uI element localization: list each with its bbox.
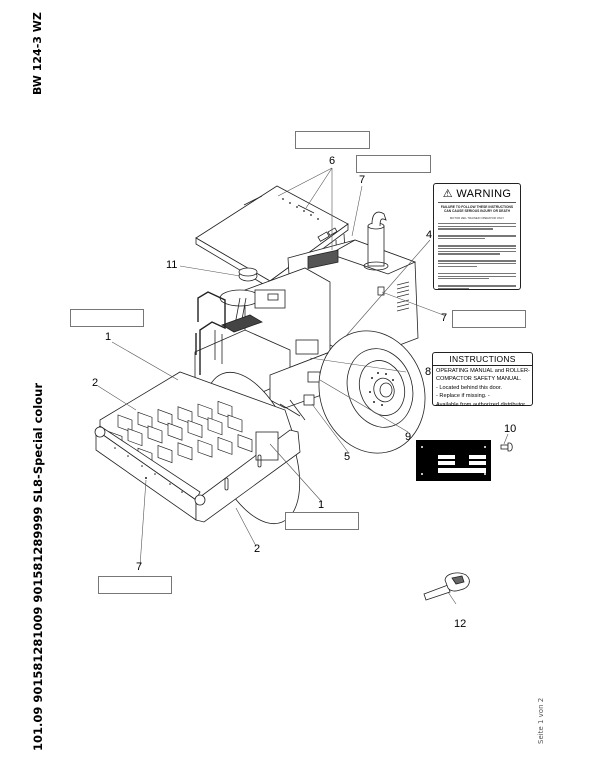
warning-title: WARNING	[456, 188, 512, 200]
label-box-canopy-right	[356, 155, 431, 173]
instructions-title: INSTRUCTIONS	[433, 353, 532, 366]
instructions-line: Available from authorized distributor	[436, 401, 526, 408]
instructions-line: OPERATING MANUAL and ROLLER-	[436, 368, 530, 374]
warning-subtitle: FAILURE TO FOLLOW THESE INSTRUCTIONS CAN…	[440, 205, 514, 213]
callout-7-top: 7	[359, 174, 366, 186]
padfoot-drum	[94, 371, 301, 525]
callout-12: 12	[454, 618, 467, 630]
callout-4: 4	[426, 229, 433, 241]
warning-decal: ⚠ WARNING FAILURE TO FOLLOW THESE INSTRU…	[433, 183, 521, 290]
callout-1-top: 1	[105, 331, 112, 343]
label-box-hood-right	[452, 310, 526, 328]
callout-5: 5	[344, 451, 351, 463]
leader-lines	[97, 167, 509, 605]
instructions-decal: INSTRUCTIONS OPERATING MANUAL and ROLLER…	[432, 352, 533, 408]
callout-10: 10	[504, 423, 517, 435]
callout-8: 8	[425, 366, 432, 378]
frame-articulation	[269, 339, 331, 421]
callout-7-right: 7	[441, 312, 448, 324]
warning-fine-print	[438, 223, 516, 290]
instructions-line: - Located behind this door.	[436, 384, 502, 391]
warning-triangle-icon: ⚠	[442, 188, 453, 200]
instructions-line: COMPACTOR SAFETY MANUAL.	[436, 376, 522, 383]
callout-2-bottom: 2	[254, 543, 261, 555]
instructions-line: - Replace if missing. -	[436, 393, 490, 400]
callout-7-bottom: 7	[136, 561, 143, 573]
label-box-left	[70, 309, 144, 327]
label-box-canopy-left	[295, 131, 370, 149]
rivet-icon	[500, 442, 513, 452]
type-plate	[416, 440, 491, 481]
callout-9: 9	[405, 431, 412, 443]
callout-11: 11	[166, 259, 178, 271]
callout-2-top: 2	[92, 377, 99, 389]
label-box-drum-right	[285, 512, 359, 530]
key-icon	[423, 572, 470, 601]
callout-6: 6	[329, 155, 336, 167]
warning-heading: MOTOR ZEIL TRAINED OPERATOR ONLY	[449, 216, 505, 220]
rear-wheel	[318, 330, 426, 454]
callout-1-bottom: 1	[318, 499, 325, 511]
label-box-drum-bottom	[98, 576, 172, 594]
